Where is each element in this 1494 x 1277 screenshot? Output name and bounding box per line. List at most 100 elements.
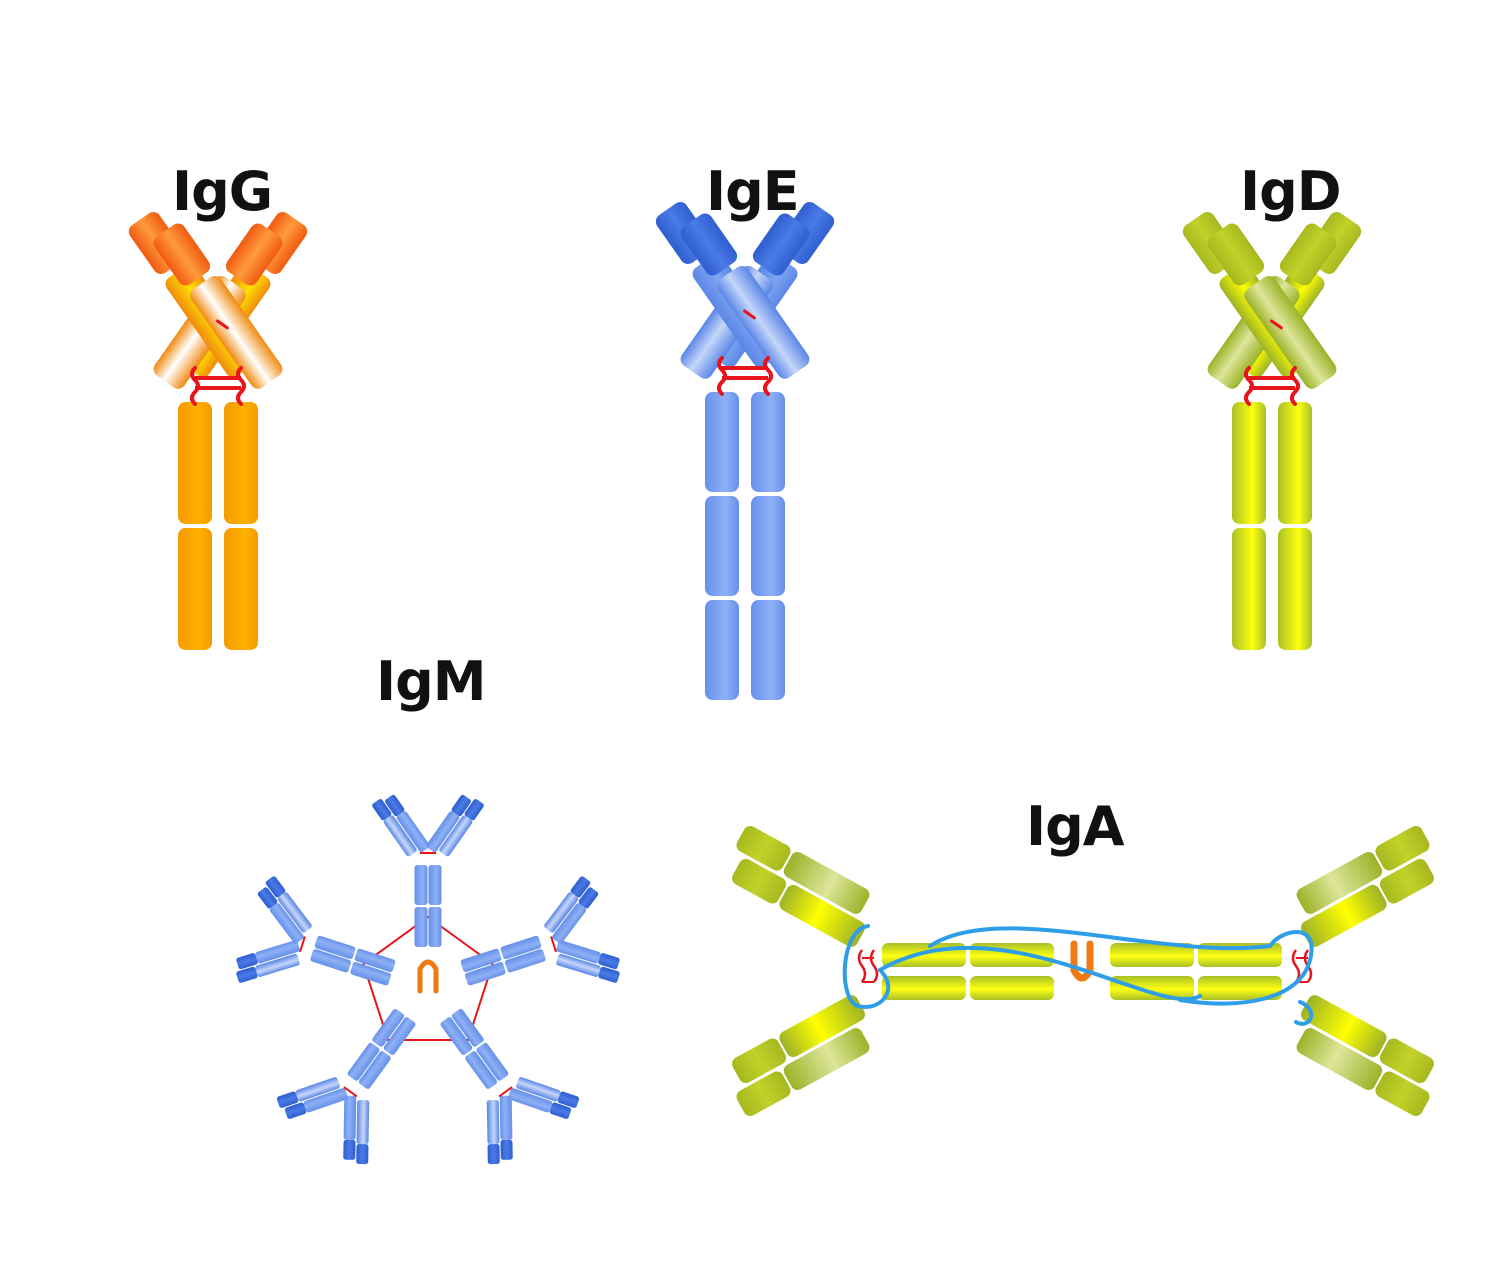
iga-heavy-variable	[1379, 1038, 1434, 1084]
igm-heavy-constant	[499, 1095, 513, 1140]
igm-light-constant	[356, 1099, 370, 1145]
igm-fc-segment	[428, 907, 442, 947]
ige-antibody-icon-fc-right	[751, 392, 785, 492]
iga-light-constant	[783, 851, 870, 914]
ige-antibody-icon-light-chain-constant	[717, 265, 810, 379]
ige-antibody-icon-fc-right	[751, 496, 785, 596]
igd-antibody-icon-arm-disulfide	[1270, 319, 1283, 330]
igm-hinge-bond	[343, 1086, 358, 1098]
igm-heavy-constant	[552, 903, 587, 944]
iga-fc-segment	[1198, 976, 1282, 1000]
iga-heavy-constant	[779, 995, 865, 1058]
igm-heavy-variable	[549, 1102, 572, 1119]
igm-fc-segment	[460, 948, 502, 973]
igm-light-variable	[487, 1143, 500, 1165]
igd-antibody-icon-light-chain-constant	[1244, 275, 1337, 389]
igm-fc-segment	[414, 865, 428, 905]
iga-arm	[732, 995, 870, 1117]
iga-heavy-constant	[779, 884, 865, 947]
igg-antibody-icon-arm-disulfide	[216, 319, 229, 330]
igm-fc-segment	[314, 935, 356, 960]
igm-fc-segment	[428, 865, 442, 905]
iga-secretory-component	[842, 924, 1314, 1026]
igm-fc-segment	[310, 949, 352, 973]
iga-arm	[732, 825, 870, 947]
igm-light-variable	[265, 876, 286, 898]
igd-antibody-icon	[1182, 212, 1362, 650]
igm-heavy-variable	[257, 887, 278, 909]
igg-antibody-icon	[128, 212, 308, 650]
iga-light-constant	[783, 1028, 870, 1091]
igm-heavy-variable	[500, 1139, 513, 1160]
igm-fc-segment	[465, 1051, 497, 1089]
igd-antibody-icon-fc-left	[1232, 528, 1266, 650]
igm-light-constant	[486, 1099, 500, 1145]
igm-light-variable	[598, 966, 620, 983]
igg-antibody-icon-light-chain-variable	[225, 223, 283, 286]
igm-fc-segment	[414, 907, 428, 947]
igm-pentamer-icon	[236, 794, 620, 1165]
igg-antibody-icon-fc-left	[178, 528, 212, 650]
igm-light-constant	[439, 815, 473, 857]
iga-arm	[1296, 995, 1434, 1117]
iga-fc-segment	[970, 976, 1054, 1000]
igd-antibody-icon-light-chain-variable	[1207, 223, 1265, 286]
igm-fc-segment	[476, 1042, 509, 1081]
iga-light-constant	[1296, 1028, 1383, 1091]
iga-light-variable	[1375, 1071, 1430, 1117]
igm-fc-segment	[354, 948, 396, 973]
igm-light-constant	[516, 1077, 561, 1102]
iga-arm	[1296, 825, 1434, 947]
ige-antibody-icon-light-chain-variable	[680, 213, 738, 276]
igm-monomer	[440, 1008, 580, 1165]
igd-antibody-icon-fc-left	[1232, 402, 1266, 524]
igm-heavy-constant	[343, 1095, 357, 1140]
igg-antibody-icon-fc-right	[224, 402, 258, 524]
igm-light-constant	[295, 1077, 340, 1102]
iga-heavy-variable	[732, 1038, 787, 1084]
igm-heavy-variable	[236, 953, 258, 970]
igm-light-variable	[236, 966, 258, 983]
igm-fc-segment	[359, 1051, 391, 1089]
igm-heavy-constant	[255, 940, 300, 964]
igm-heavy-variable	[598, 953, 620, 970]
iga-fc-segment	[1110, 976, 1194, 1000]
iga-light-constant	[1296, 851, 1383, 914]
iga-light-variable	[1375, 825, 1430, 871]
iga-light-variable	[736, 825, 791, 871]
igm-heavy-constant	[303, 1088, 348, 1113]
igm-heavy-variable	[385, 794, 405, 817]
iga-heavy-variable	[1379, 858, 1434, 904]
igm-light-variable	[570, 876, 591, 898]
igm-fc-segment	[504, 949, 546, 973]
igm-light-constant	[556, 953, 601, 977]
diagram-layer	[128, 202, 1434, 1165]
igm-fc-segment	[372, 1008, 405, 1047]
iga-heavy-variable	[732, 858, 787, 904]
igm-fc-segment	[500, 935, 542, 960]
igm-heavy-variable	[284, 1102, 307, 1119]
igm-heavy-constant	[556, 940, 601, 964]
iga-label: IgA	[1026, 795, 1125, 858]
igm-fc-segment	[451, 1008, 484, 1047]
igm-light-constant	[277, 892, 312, 933]
igm-fc-segment	[465, 962, 506, 986]
igm-light-variable	[372, 799, 392, 821]
ige-antibody-icon-fc-left	[705, 600, 739, 700]
iga-j-chain	[1070, 940, 1094, 982]
igm-fc-segment	[350, 962, 391, 986]
igm-light-constant	[255, 953, 300, 977]
igm-hinge-bond	[550, 936, 557, 953]
igd-label: IgD	[1240, 160, 1342, 223]
igm-light-constant	[544, 892, 579, 933]
igd-antibody-icon-fc-right	[1278, 402, 1312, 524]
igm-heavy-variable	[343, 1139, 356, 1160]
ige-antibody-icon-fc-left	[705, 392, 739, 492]
igm-monomer	[276, 1008, 416, 1165]
igm-j-chain	[417, 959, 439, 994]
igm-fc-segment	[383, 1017, 416, 1055]
igm-light-variable	[557, 1091, 580, 1108]
igg-antibody-icon-light-chain-constant	[190, 275, 283, 389]
iga-fc-segment	[1110, 943, 1194, 967]
